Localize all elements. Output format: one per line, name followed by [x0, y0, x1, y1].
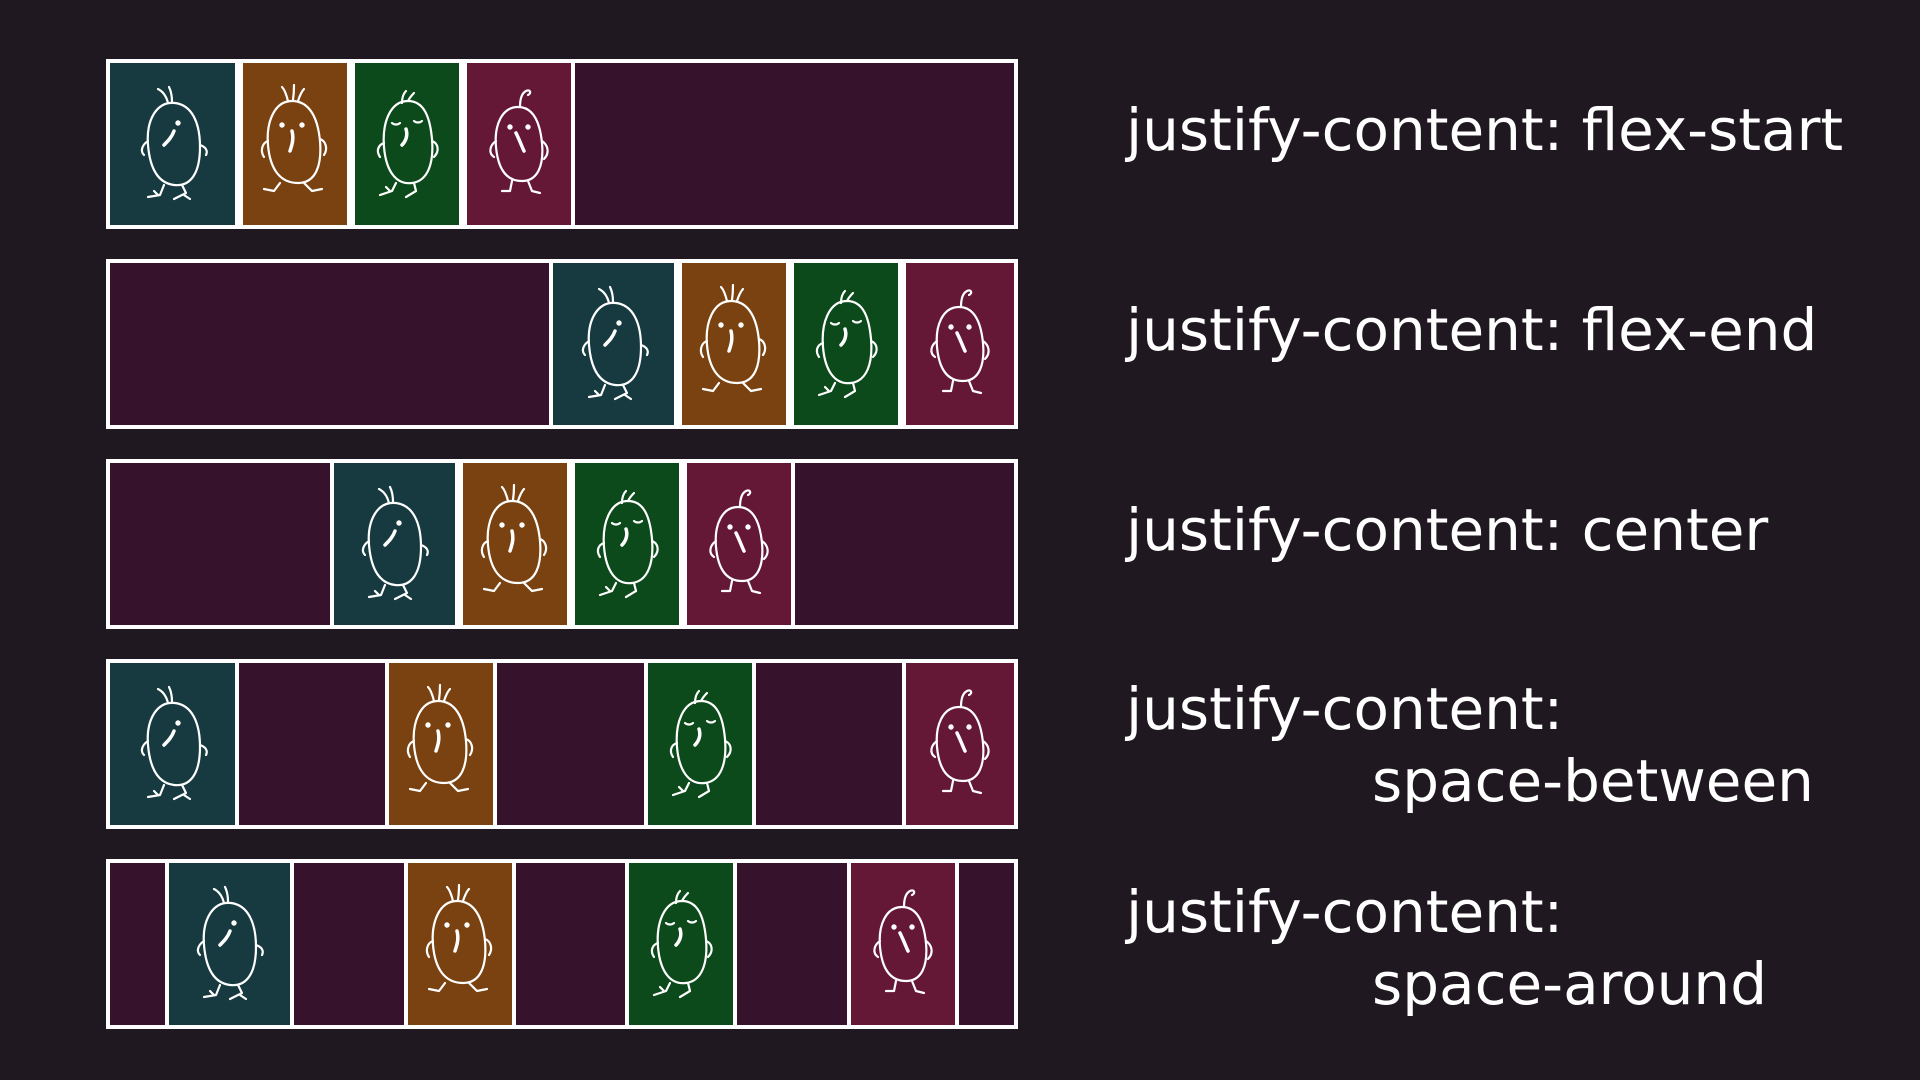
center-label: justify-content: center [1126, 494, 1768, 566]
chick-curl-icon [708, 488, 769, 595]
maroon-bird-box [901, 663, 1014, 825]
maroon-bird-box [902, 263, 1014, 425]
chick-sleepy-icon [668, 689, 733, 799]
space-between-label-line2: space-between [1372, 747, 1814, 815]
green-bird-box [643, 663, 756, 825]
flex-start-label: justify-content: flex-start [1126, 94, 1843, 166]
teal-bird-box [549, 263, 678, 425]
flex-start-label-text: justify-content: flex-start [1126, 96, 1844, 164]
space-between-label: justify-content: space-between [1126, 673, 1814, 817]
teal-bird-box [164, 863, 294, 1025]
chick-looking-down-icon [424, 883, 493, 993]
maroon-bird-box [682, 463, 795, 625]
chick-curl-icon [929, 288, 991, 395]
flex-end-container [106, 259, 1018, 429]
teal-bird-box [110, 663, 239, 825]
maroon-bird-box [847, 863, 960, 1025]
orange-bird-box [385, 663, 498, 825]
space-around-label-line2: space-around [1372, 950, 1768, 1018]
chick-curl-icon [872, 888, 934, 995]
center-container [106, 459, 1018, 629]
chick-sleepy-icon [595, 489, 659, 599]
space-around-container [106, 859, 1018, 1029]
flex-start-container [106, 59, 1018, 229]
chick-looking-down-icon [406, 683, 475, 793]
green-bird-box [570, 463, 683, 625]
space-between-container [106, 659, 1018, 829]
chick-looking-down-icon [260, 83, 328, 193]
chick-looking-up-icon [580, 285, 649, 401]
orange-bird-box [239, 63, 351, 225]
center-label-text: justify-content: center [1126, 496, 1769, 564]
green-bird-box [790, 263, 902, 425]
orange-bird-box [458, 463, 571, 625]
chick-looking-down-icon [479, 483, 548, 593]
teal-bird-box [110, 63, 239, 225]
flex-end-label-text: justify-content: flex-end [1126, 296, 1818, 364]
space-around-label: justify-content: space-around [1126, 876, 1767, 1020]
chick-sleepy-icon [815, 289, 879, 399]
green-bird-box [351, 63, 463, 225]
chick-sleepy-icon [376, 89, 440, 199]
chick-looking-up-icon [196, 885, 265, 1001]
space-around-label-line1: justify-content: [1126, 878, 1564, 946]
green-bird-box [625, 863, 738, 1025]
chick-curl-icon [929, 688, 991, 795]
flex-end-label: justify-content: flex-end [1126, 294, 1817, 366]
maroon-bird-box [463, 63, 575, 225]
chick-looking-down-icon [699, 283, 767, 393]
orange-bird-box [678, 263, 790, 425]
chick-curl-icon [488, 88, 550, 195]
orange-bird-box [403, 863, 516, 1025]
space-between-label-line1: justify-content: [1126, 675, 1564, 743]
chick-sleepy-icon [650, 889, 714, 999]
chick-looking-up-icon [139, 85, 208, 201]
chick-looking-up-icon [139, 685, 208, 801]
teal-bird-box [329, 463, 459, 625]
chick-looking-up-icon [361, 485, 430, 601]
